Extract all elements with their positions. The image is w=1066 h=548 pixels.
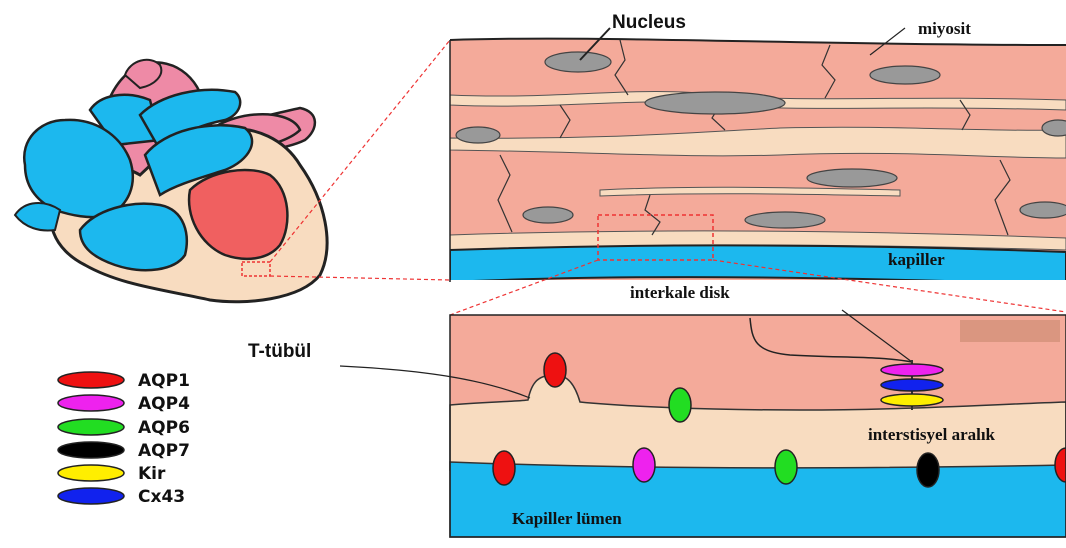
- legend-item-kir: Kir: [58, 464, 166, 484]
- interstitial-space-label: interstisyel aralık: [868, 425, 996, 444]
- aqp6-channel: [775, 450, 797, 484]
- legend-label: Kir: [138, 464, 166, 484]
- myocyte-label: miyosit: [918, 19, 971, 38]
- legend-label: AQP4: [138, 394, 190, 414]
- nucleus: [807, 169, 897, 187]
- vena-cava-inferior: [15, 203, 60, 230]
- aqp7-channel: [917, 453, 939, 487]
- nucleus: [545, 52, 611, 72]
- nucleus: [870, 66, 940, 84]
- aqp6-channel: [669, 388, 691, 422]
- legend-label: Cx43: [138, 487, 185, 507]
- legend-label: AQP6: [138, 418, 190, 438]
- detail-panel: [340, 310, 1066, 537]
- t-tubule-label: T-tübül: [248, 341, 311, 362]
- legend-swatch: [58, 372, 124, 388]
- aqp1-channel: [493, 451, 515, 485]
- nucleus: [645, 92, 785, 114]
- nucleus: [1020, 202, 1066, 218]
- nucleus: [745, 212, 825, 228]
- nucleus: [1042, 120, 1066, 136]
- legend-label: AQP7: [138, 441, 190, 461]
- legend-item-aqp6: AQP6: [58, 418, 190, 438]
- aqp1-channel: [544, 353, 566, 387]
- legend-swatch: [58, 465, 124, 481]
- legend-item-aqp1: AQP1: [58, 371, 190, 391]
- nucleus-label: Nucleus: [612, 12, 686, 33]
- kir-channel: [881, 394, 943, 406]
- legend-swatch: [58, 442, 124, 458]
- legend-swatch: [58, 395, 124, 411]
- legend-swatch: [58, 419, 124, 435]
- faded-label-bg: [960, 320, 1060, 342]
- legend: AQP1 AQP4 AQP6 AQP7 Kir Cx43: [58, 371, 190, 507]
- nucleus: [523, 207, 573, 223]
- intercalated-disc-label: interkale disk: [630, 283, 730, 302]
- legend-item-aqp4: AQP4: [58, 394, 190, 414]
- legend-label: AQP1: [138, 371, 190, 391]
- capillary-lumen-label: Kapiller lümen: [512, 509, 622, 528]
- legend-item-cx43: Cx43: [58, 487, 185, 507]
- nucleus: [456, 127, 500, 143]
- heart-illustration: [15, 60, 327, 302]
- zoom-line-top: [270, 40, 450, 262]
- aqp4-channel: [633, 448, 655, 482]
- capillary-label: kapiller: [888, 250, 945, 269]
- aqp4-channel: [881, 364, 943, 376]
- myocyte-panel: [450, 28, 1066, 290]
- cx43-channel: [881, 379, 943, 391]
- legend-swatch: [58, 488, 124, 504]
- legend-item-aqp7: AQP7: [58, 441, 190, 461]
